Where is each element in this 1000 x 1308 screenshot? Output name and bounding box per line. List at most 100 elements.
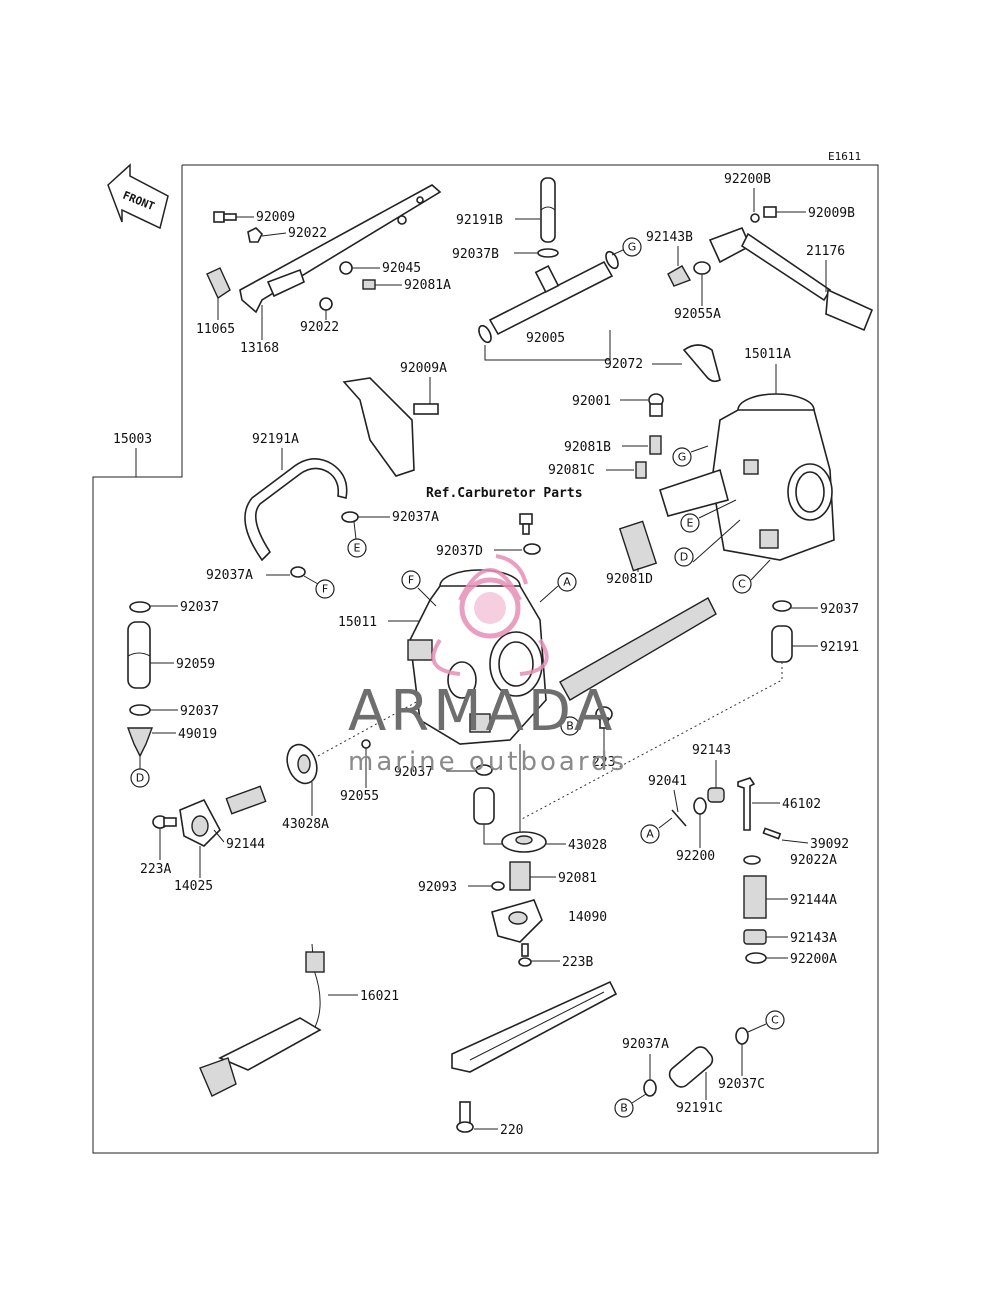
clamp-92037B-icon [537, 248, 559, 258]
label-11065: 11065 [196, 322, 235, 337]
svg-text:F: F [408, 574, 414, 587]
label-92200B: 92200B [724, 172, 771, 187]
label-92055A: 92055A [674, 307, 721, 322]
label-21176: 21176 [806, 244, 845, 259]
label-92081D: 92081D [606, 572, 653, 587]
label-92191B: 92191B [456, 213, 503, 228]
screw-92009B-icon [763, 206, 777, 218]
clamp-92037C-icon [735, 1027, 749, 1045]
svg-text:D: D [136, 772, 144, 785]
label-13168: 13168 [240, 341, 279, 356]
spring-92081B-icon [649, 435, 662, 455]
label-92037C: 92037C [718, 1077, 765, 1092]
label-92055: 92055 [340, 789, 379, 804]
diaphragm-43028A-icon [286, 743, 318, 785]
label-92200: 92200 [676, 849, 715, 864]
label-92037-mid: 92037 [394, 765, 433, 780]
valve-49019-icon [126, 727, 154, 758]
clamp-92037D-icon [523, 543, 541, 555]
clamp-92037-left1-icon [129, 601, 151, 613]
svg-text:B: B [566, 720, 574, 733]
callout-A-right: A [640, 817, 673, 844]
hose-92191B-icon [540, 177, 556, 243]
pin-92041-icon [671, 809, 687, 827]
label-43028A: 43028A [282, 817, 329, 832]
svg-text:D: D [680, 551, 688, 564]
tube-92059-icon [127, 621, 151, 689]
svg-text:G: G [678, 451, 687, 464]
cover-14025-icon [179, 798, 221, 847]
washer-92045-icon [339, 261, 353, 275]
cap-92143-icon [707, 787, 725, 803]
assembly-number: 15003 [113, 432, 152, 447]
screw-223A-icon [152, 815, 177, 829]
clamp-92037A-bottom-icon [643, 1079, 657, 1097]
label-14025: 14025 [174, 879, 213, 894]
washer-92200-icon [693, 797, 707, 815]
spring-92081D-icon [618, 520, 658, 572]
callout-E-right: E [680, 499, 737, 533]
nut-92022b-icon [319, 297, 333, 311]
cap-92143B-icon [667, 265, 692, 287]
label-92022-bottom: 92022 [300, 320, 339, 335]
hose-center-icon [473, 787, 495, 825]
label-223B: 223B [562, 955, 593, 970]
callout-G-right: G [672, 445, 709, 467]
callout-F-center: F [401, 570, 437, 607]
clamp-92037-left2-icon [129, 704, 151, 716]
sensor-21176-icon [708, 226, 874, 332]
band-92072-icon [682, 344, 721, 383]
label-92144A: 92144A [790, 893, 837, 908]
svg-text:E: E [687, 517, 694, 530]
label-92081B: 92081B [564, 440, 611, 455]
label-92191A: 92191A [252, 432, 299, 447]
screw-92001-icon [648, 393, 664, 417]
rail-part [559, 597, 717, 701]
spring-92081-icon [509, 861, 531, 891]
label-92081: 92081 [558, 871, 597, 886]
svg-text:A: A [563, 576, 571, 589]
label-92009: 92009 [256, 210, 295, 225]
armada-logo-icon [431, 554, 549, 676]
diagram-code: E1611 [828, 150, 861, 163]
grommet-11065-icon [206, 267, 231, 300]
label-49019: 49019 [178, 727, 217, 742]
callout-B-bottom: B [614, 1093, 647, 1118]
nut-92022-icon [247, 227, 263, 243]
callout-C-bottom: C [747, 1010, 785, 1033]
spring-92081A-icon [362, 279, 376, 290]
svg-text:A: A [646, 828, 654, 841]
clamp-92037A-left-icon [290, 566, 306, 578]
spring-92144A-icon [743, 875, 767, 919]
label-92200A: 92200A [790, 952, 837, 967]
hose-92191C-icon [668, 1046, 714, 1088]
label-46102: 46102 [782, 797, 821, 812]
watermark-brand: ARMADA [348, 679, 616, 744]
pin-39092-icon [762, 827, 782, 840]
watermark-tagline: marine outboards [348, 747, 627, 777]
label-43028: 43028 [568, 838, 607, 853]
label-92143B: 92143B [646, 230, 693, 245]
label-15011: 15011 [338, 615, 377, 630]
label-223: 223 [592, 755, 615, 770]
label-92037-right: 92037 [820, 602, 859, 617]
label-92072: 92072 [604, 357, 643, 372]
axis-line-43028A [317, 699, 421, 757]
bolt-ref-icon [519, 513, 533, 535]
carburetor-15011 [407, 569, 547, 745]
svg-text:E: E [354, 542, 361, 555]
label-92037A-top: 92037A [392, 510, 439, 525]
label-92045: 92045 [382, 261, 421, 276]
svg-text:B: B [620, 1102, 628, 1115]
hose-92191A-icon [244, 458, 348, 562]
label-92037A-left: 92037A [206, 568, 253, 583]
svg-text:C: C [738, 578, 746, 591]
carburetor-15011A [659, 393, 835, 561]
label-92059: 92059 [176, 657, 215, 672]
fitting-92005-icon [478, 250, 619, 344]
label-14090: 14090 [568, 910, 607, 925]
label-92041: 92041 [648, 774, 687, 789]
spring-92081C-icon [635, 461, 647, 479]
bracket-92009A [342, 377, 439, 477]
